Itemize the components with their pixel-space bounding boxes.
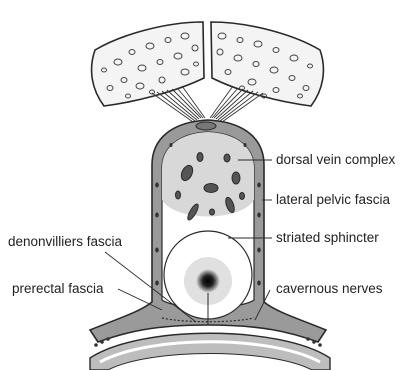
label-cavernous-nerves: cavernous nerves <box>276 281 383 297</box>
label-striated-sphincter: striated sphincter <box>276 230 379 246</box>
puboprostatic-ligaments <box>152 86 263 122</box>
rectum <box>90 333 330 370</box>
urethra <box>196 269 220 293</box>
label-denonvilliers-fascia: denonvilliers fascia <box>8 234 122 250</box>
label-dorsal-vein-complex: dorsal vein complex <box>276 152 395 168</box>
label-lateral-pelvic-fascia: lateral pelvic fascia <box>276 192 390 208</box>
label-prerectal-fascia: prerectal fascia <box>12 281 104 297</box>
dorsal-vein-complex-region <box>162 132 254 217</box>
